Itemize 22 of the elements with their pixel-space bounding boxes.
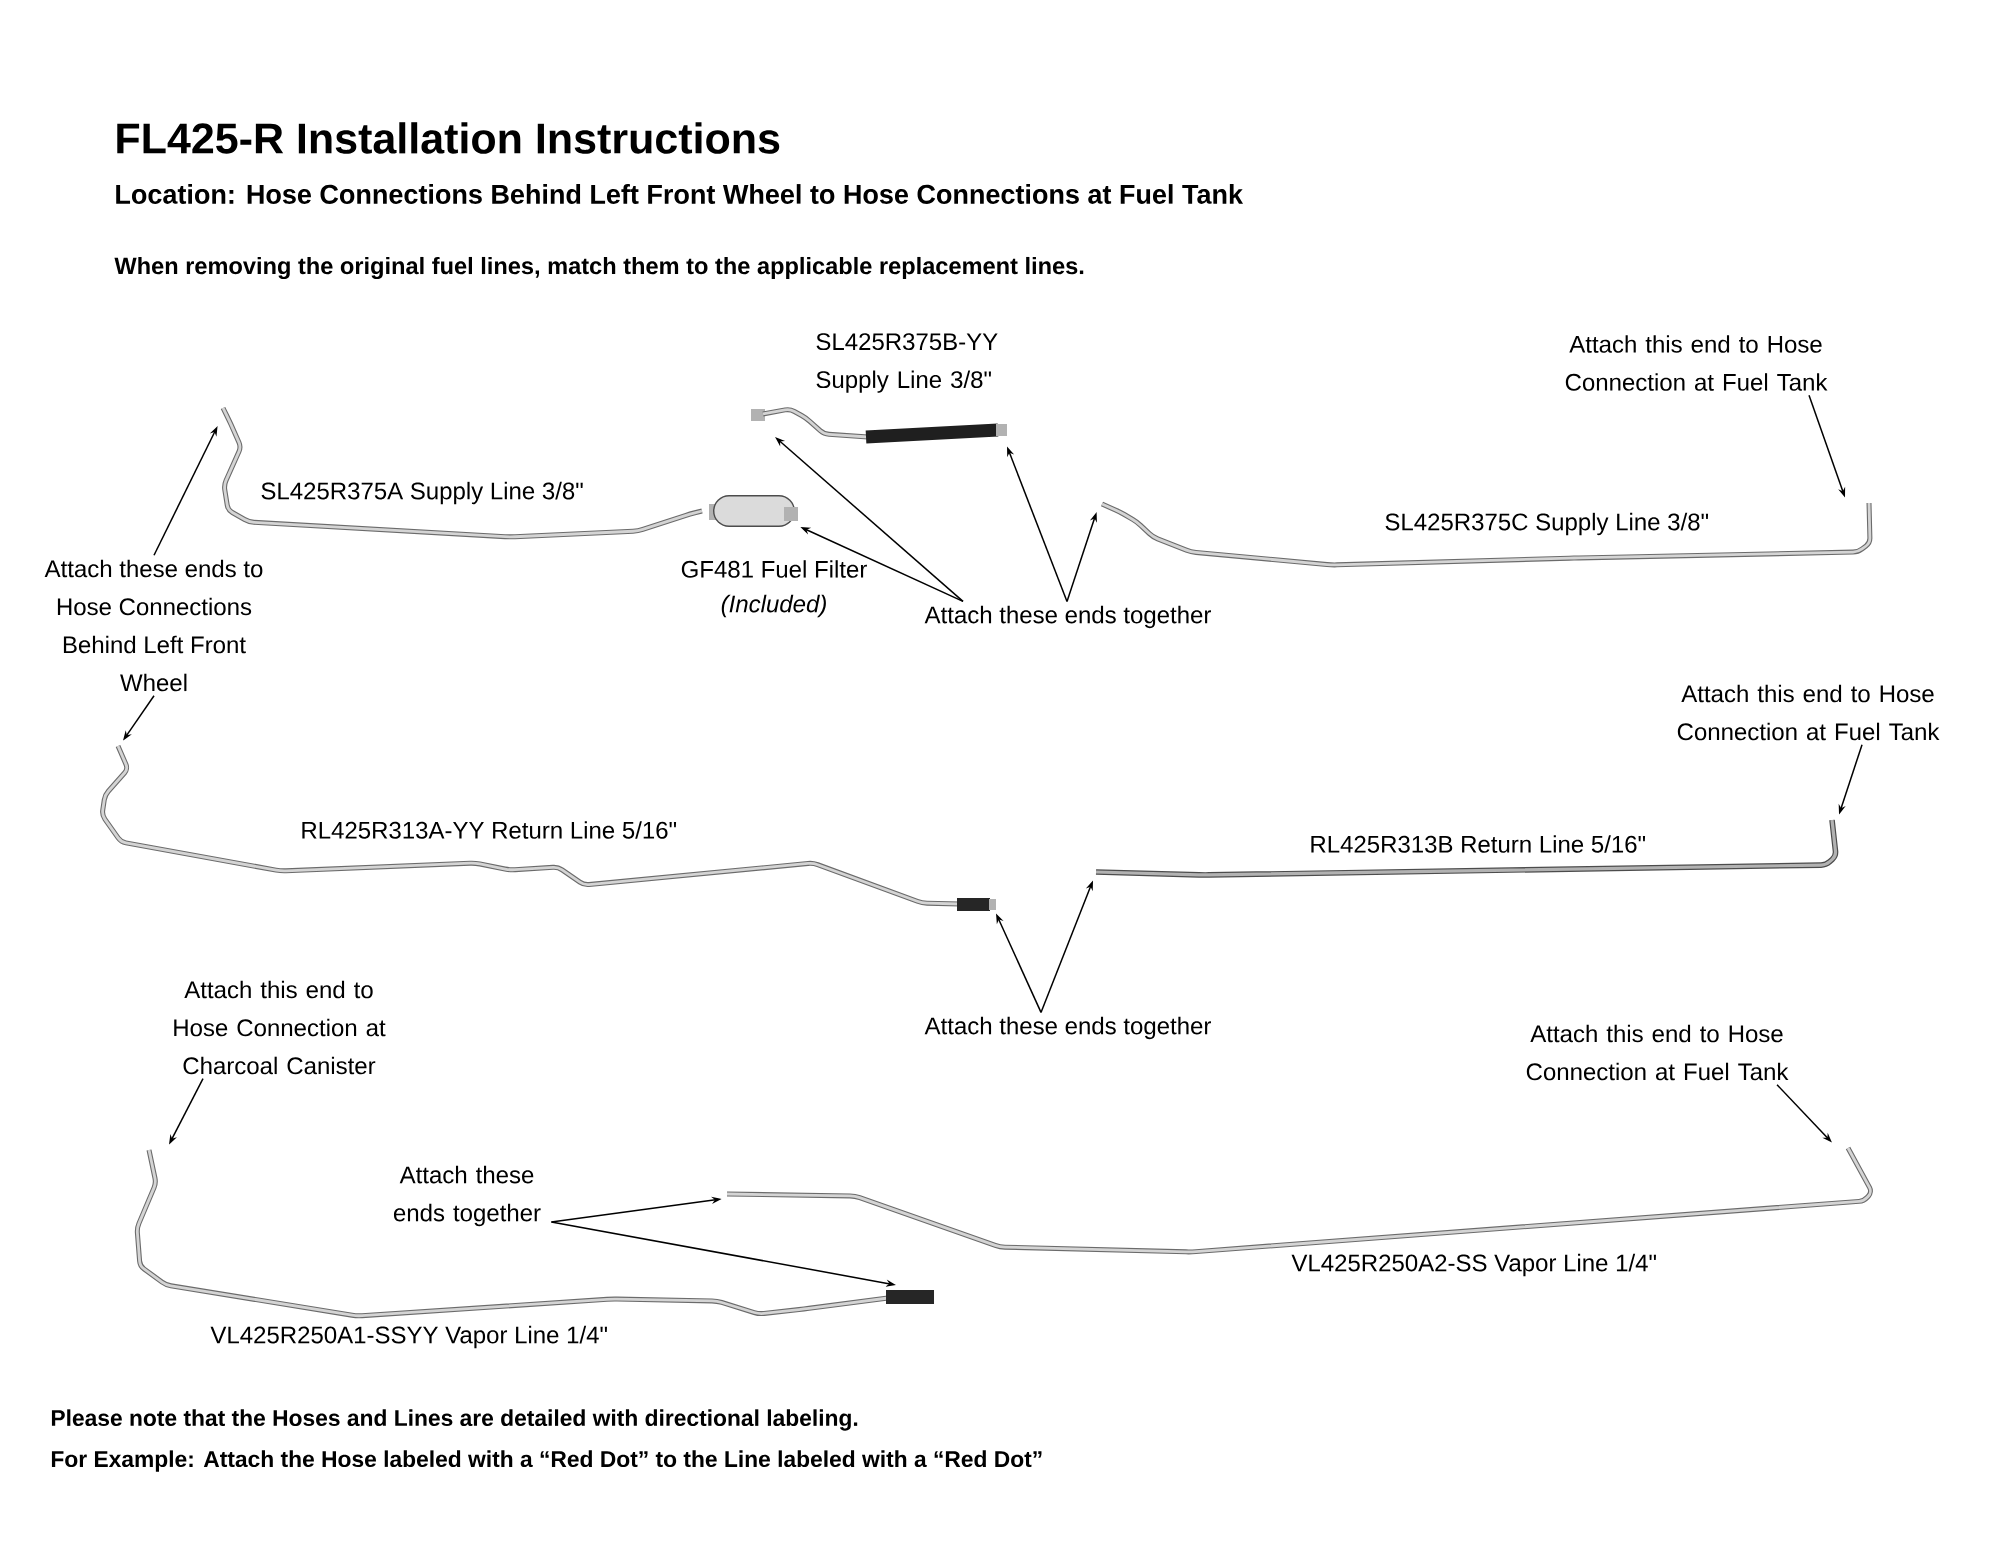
part-label: GF481 Fuel Filter bbox=[681, 560, 867, 578]
part-label: RL425R313A-YY Return Line 5/16" bbox=[302, 821, 677, 839]
callout-text: Attach this end to Hose Connection at Charcoal Canister bbox=[174, 980, 386, 1075]
part-label: (Included) bbox=[721, 594, 826, 618]
callout-text: Attach this end to Hose Connection at Fuel Tank bbox=[1526, 1024, 1789, 1081]
subtitle: Location: Hose Connections Behind Left Front Wheel to Hose Connections at Fuel Tank bbox=[116, 184, 1244, 204]
callout-text: Attach these ends together bbox=[924, 605, 1211, 629]
callout-text: Attach these ends to Hose Connections Behind Left Front Wheel bbox=[44, 559, 263, 692]
title: FL425-R Installation Instructions bbox=[117, 122, 780, 154]
part-label: SL425R375C Supply Line 3/8" bbox=[1385, 512, 1709, 536]
callout-text: Attach these ends together bbox=[924, 1016, 1211, 1040]
note-text: For Example: Attach the Hose labeled with a “Red Dot” to the Line labeled with a “Red Dot” bbox=[51, 1450, 1042, 1472]
note-text: Please note that the Hoses and Lines are detailed with directional labeling. bbox=[51, 1409, 858, 1431]
callout-text: Attach this end to Hose Connection at Fuel Tank bbox=[1565, 335, 1828, 391]
instruction-text: When removing the original fuel lines, match them to the applicable replacement lines. bbox=[114, 256, 1084, 280]
part-label: VL425R250A1-SSYY Vapor Line 1/4" bbox=[210, 1325, 607, 1349]
part-label: SL425R375A Supply Line 3/8" bbox=[261, 481, 583, 505]
part-label: RL425R313B Return Line 5/16" bbox=[1311, 835, 1646, 853]
part-label: VL425R250A2-SS Vapor Line 1/4" bbox=[1291, 1253, 1656, 1277]
leader-arrow bbox=[775, 437, 964, 603]
callout-text: Attach this end to Hose Connection at Fuel Tank bbox=[1677, 684, 1940, 741]
part-label: SL425R375B-YY Supply Line 3/8" bbox=[816, 333, 998, 393]
